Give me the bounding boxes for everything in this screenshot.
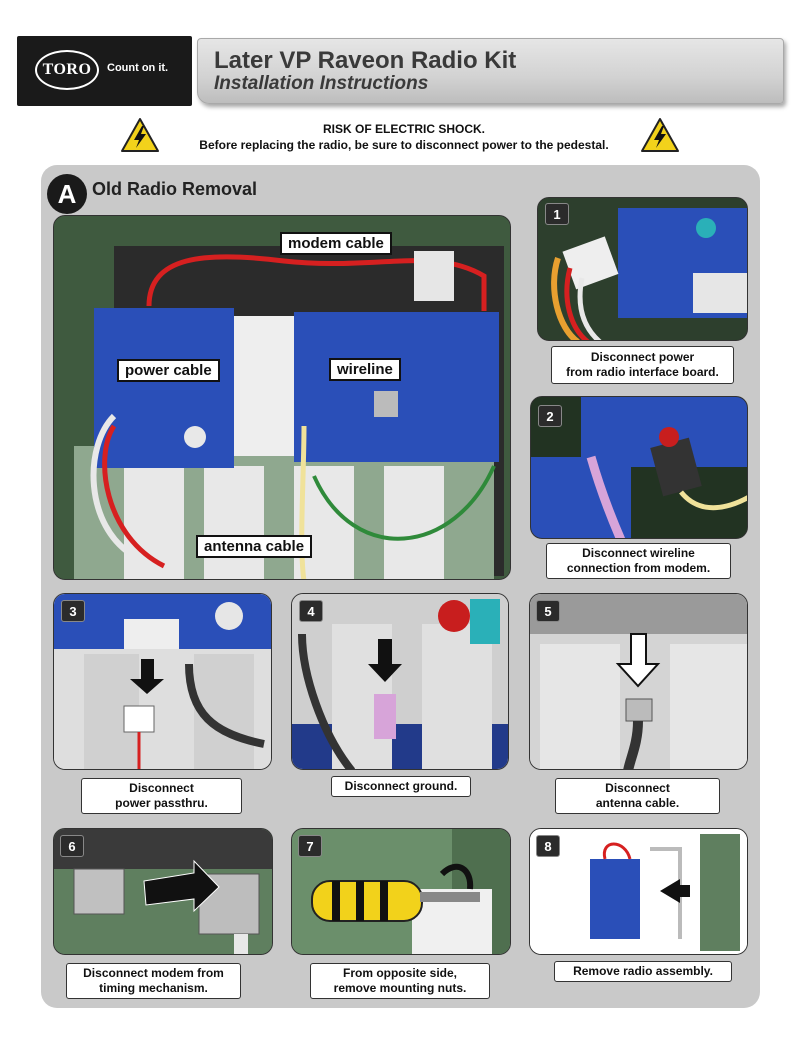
step-2-caption-line-1: Disconnect wireline bbox=[582, 546, 695, 560]
step-8-photo bbox=[529, 828, 748, 955]
step-4-caption-line-1: Disconnect ground. bbox=[344, 779, 458, 793]
modem-cable-label: modem cable bbox=[280, 232, 392, 255]
electric-shock-warning-icon bbox=[121, 118, 159, 152]
step-6-caption-line-1: Disconnect modem from bbox=[83, 966, 224, 980]
step-1-caption: Disconnect power from radio interface bo… bbox=[551, 346, 734, 384]
step-8-caption-line-1: Remove radio assembly. bbox=[573, 964, 713, 978]
step-7-caption-line-2: remove mounting nuts. bbox=[333, 981, 467, 995]
step-3-caption-line-1: Disconnect bbox=[129, 781, 194, 795]
title-bar: Later VP Raveon Radio Kit Installation I… bbox=[197, 38, 784, 104]
step-5-photo bbox=[529, 593, 748, 770]
step-7-photo bbox=[291, 828, 511, 955]
warning-heading: RISK OF ELECTRIC SHOCK. bbox=[322, 122, 485, 136]
power-cable-label: power cable bbox=[117, 359, 220, 382]
step-8-illustration bbox=[530, 829, 747, 954]
step-4-number: 4 bbox=[299, 600, 323, 622]
step-2-caption: Disconnect wireline connection from mode… bbox=[546, 543, 731, 579]
page-title: Later VP Raveon Radio Kit bbox=[214, 47, 517, 74]
step-1-photo bbox=[537, 197, 748, 341]
warning-text: Before replacing the radio, be sure to d… bbox=[199, 138, 609, 152]
step-6-caption-line-2: timing mechanism. bbox=[99, 981, 208, 995]
step-6-photo bbox=[53, 828, 273, 955]
step-6-number: 6 bbox=[60, 835, 84, 857]
step-6-caption: Disconnect modem from timing mechanism. bbox=[66, 963, 241, 999]
step-4-photo bbox=[291, 593, 509, 770]
main-photo-illustration bbox=[54, 216, 510, 579]
main-photo bbox=[53, 215, 511, 580]
step-1-caption-line-1: Disconnect power bbox=[590, 350, 695, 364]
step-1-illustration bbox=[538, 198, 747, 340]
wireline-label: wireline bbox=[329, 358, 401, 381]
page-subtitle: Installation Instructions bbox=[214, 73, 429, 94]
step-2-caption-line-2: connection from modem. bbox=[566, 561, 711, 575]
step-8-caption: Remove radio assembly. bbox=[554, 961, 732, 982]
electric-shock-warning-icon bbox=[641, 118, 679, 152]
step-3-illustration bbox=[54, 594, 271, 769]
section-badge: A bbox=[47, 174, 87, 214]
step-2-illustration bbox=[531, 397, 747, 538]
step-4-illustration bbox=[292, 594, 508, 769]
step-2-number: 2 bbox=[538, 405, 562, 427]
step-4-caption: Disconnect ground. bbox=[331, 776, 471, 797]
antenna-cable-label: antenna cable bbox=[196, 535, 313, 558]
step-5-caption-line-2: antenna cable. bbox=[595, 796, 680, 810]
step-3-caption-line-2: power passthru. bbox=[115, 796, 208, 810]
step-3-number: 3 bbox=[61, 600, 85, 622]
step-8-number: 8 bbox=[536, 835, 560, 857]
toro-logo: TORO Count on it. bbox=[17, 36, 192, 106]
step-5-number: 5 bbox=[536, 600, 560, 622]
section-title: Old Radio Removal bbox=[92, 179, 258, 199]
logo-oval: TORO bbox=[35, 50, 99, 90]
step-7-caption-line-1: From opposite side, bbox=[342, 966, 457, 980]
step-7-caption: From opposite side, remove mounting nuts… bbox=[310, 963, 490, 999]
step-5-caption: Disconnect antenna cable. bbox=[555, 778, 720, 814]
step-5-caption-line-1: Disconnect bbox=[605, 781, 670, 795]
logo-text: TORO bbox=[42, 61, 92, 78]
logo-tagline: Count on it. bbox=[107, 62, 169, 74]
step-5-illustration bbox=[530, 594, 747, 769]
step-1-caption-line-2: from radio interface board. bbox=[566, 365, 719, 379]
step-1-number: 1 bbox=[545, 203, 569, 225]
step-3-caption: Disconnect power passthru. bbox=[81, 778, 242, 814]
step-7-illustration bbox=[292, 829, 510, 954]
step-2-photo bbox=[530, 396, 748, 539]
step-6-illustration bbox=[54, 829, 272, 954]
step-3-photo bbox=[53, 593, 272, 770]
step-7-number: 7 bbox=[298, 835, 322, 857]
